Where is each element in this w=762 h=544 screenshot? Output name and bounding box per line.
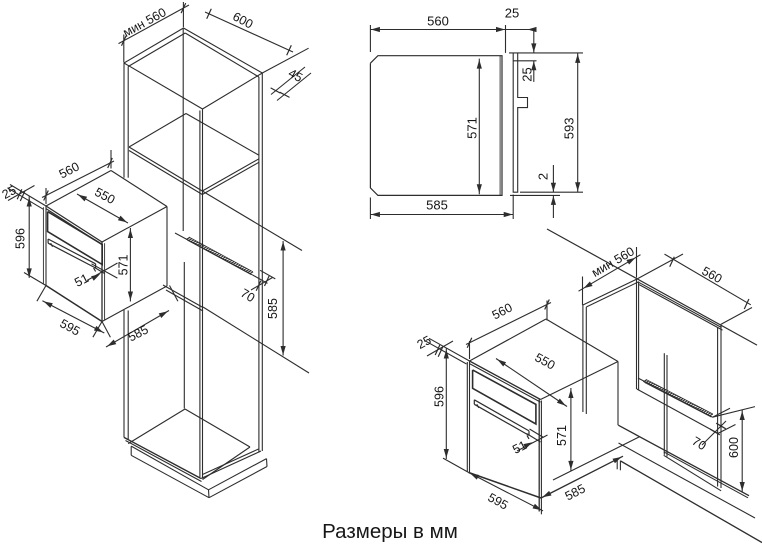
svg-text:25: 25 xyxy=(520,67,535,81)
svg-text:585: 585 xyxy=(266,298,280,319)
svg-text:25: 25 xyxy=(0,183,19,202)
svg-text:571: 571 xyxy=(555,425,569,446)
svg-text:51: 51 xyxy=(510,438,529,457)
svg-text:596: 596 xyxy=(433,386,447,407)
svg-text:585: 585 xyxy=(426,198,448,213)
svg-text:45: 45 xyxy=(286,66,305,85)
svg-text:70: 70 xyxy=(238,286,257,305)
svg-text:571: 571 xyxy=(465,117,480,139)
svg-text:70: 70 xyxy=(689,434,708,453)
svg-text:51: 51 xyxy=(72,271,91,290)
svg-text:593: 593 xyxy=(561,118,576,140)
svg-text:25: 25 xyxy=(505,6,519,21)
svg-text:571: 571 xyxy=(116,255,130,276)
svg-text:600: 600 xyxy=(727,437,741,458)
svg-text:2: 2 xyxy=(535,173,550,180)
svg-text:25: 25 xyxy=(415,333,434,352)
svg-text:560: 560 xyxy=(427,14,449,29)
svg-text:596: 596 xyxy=(14,228,28,249)
svg-text:Размеры в мм: Размеры в мм xyxy=(322,520,458,543)
